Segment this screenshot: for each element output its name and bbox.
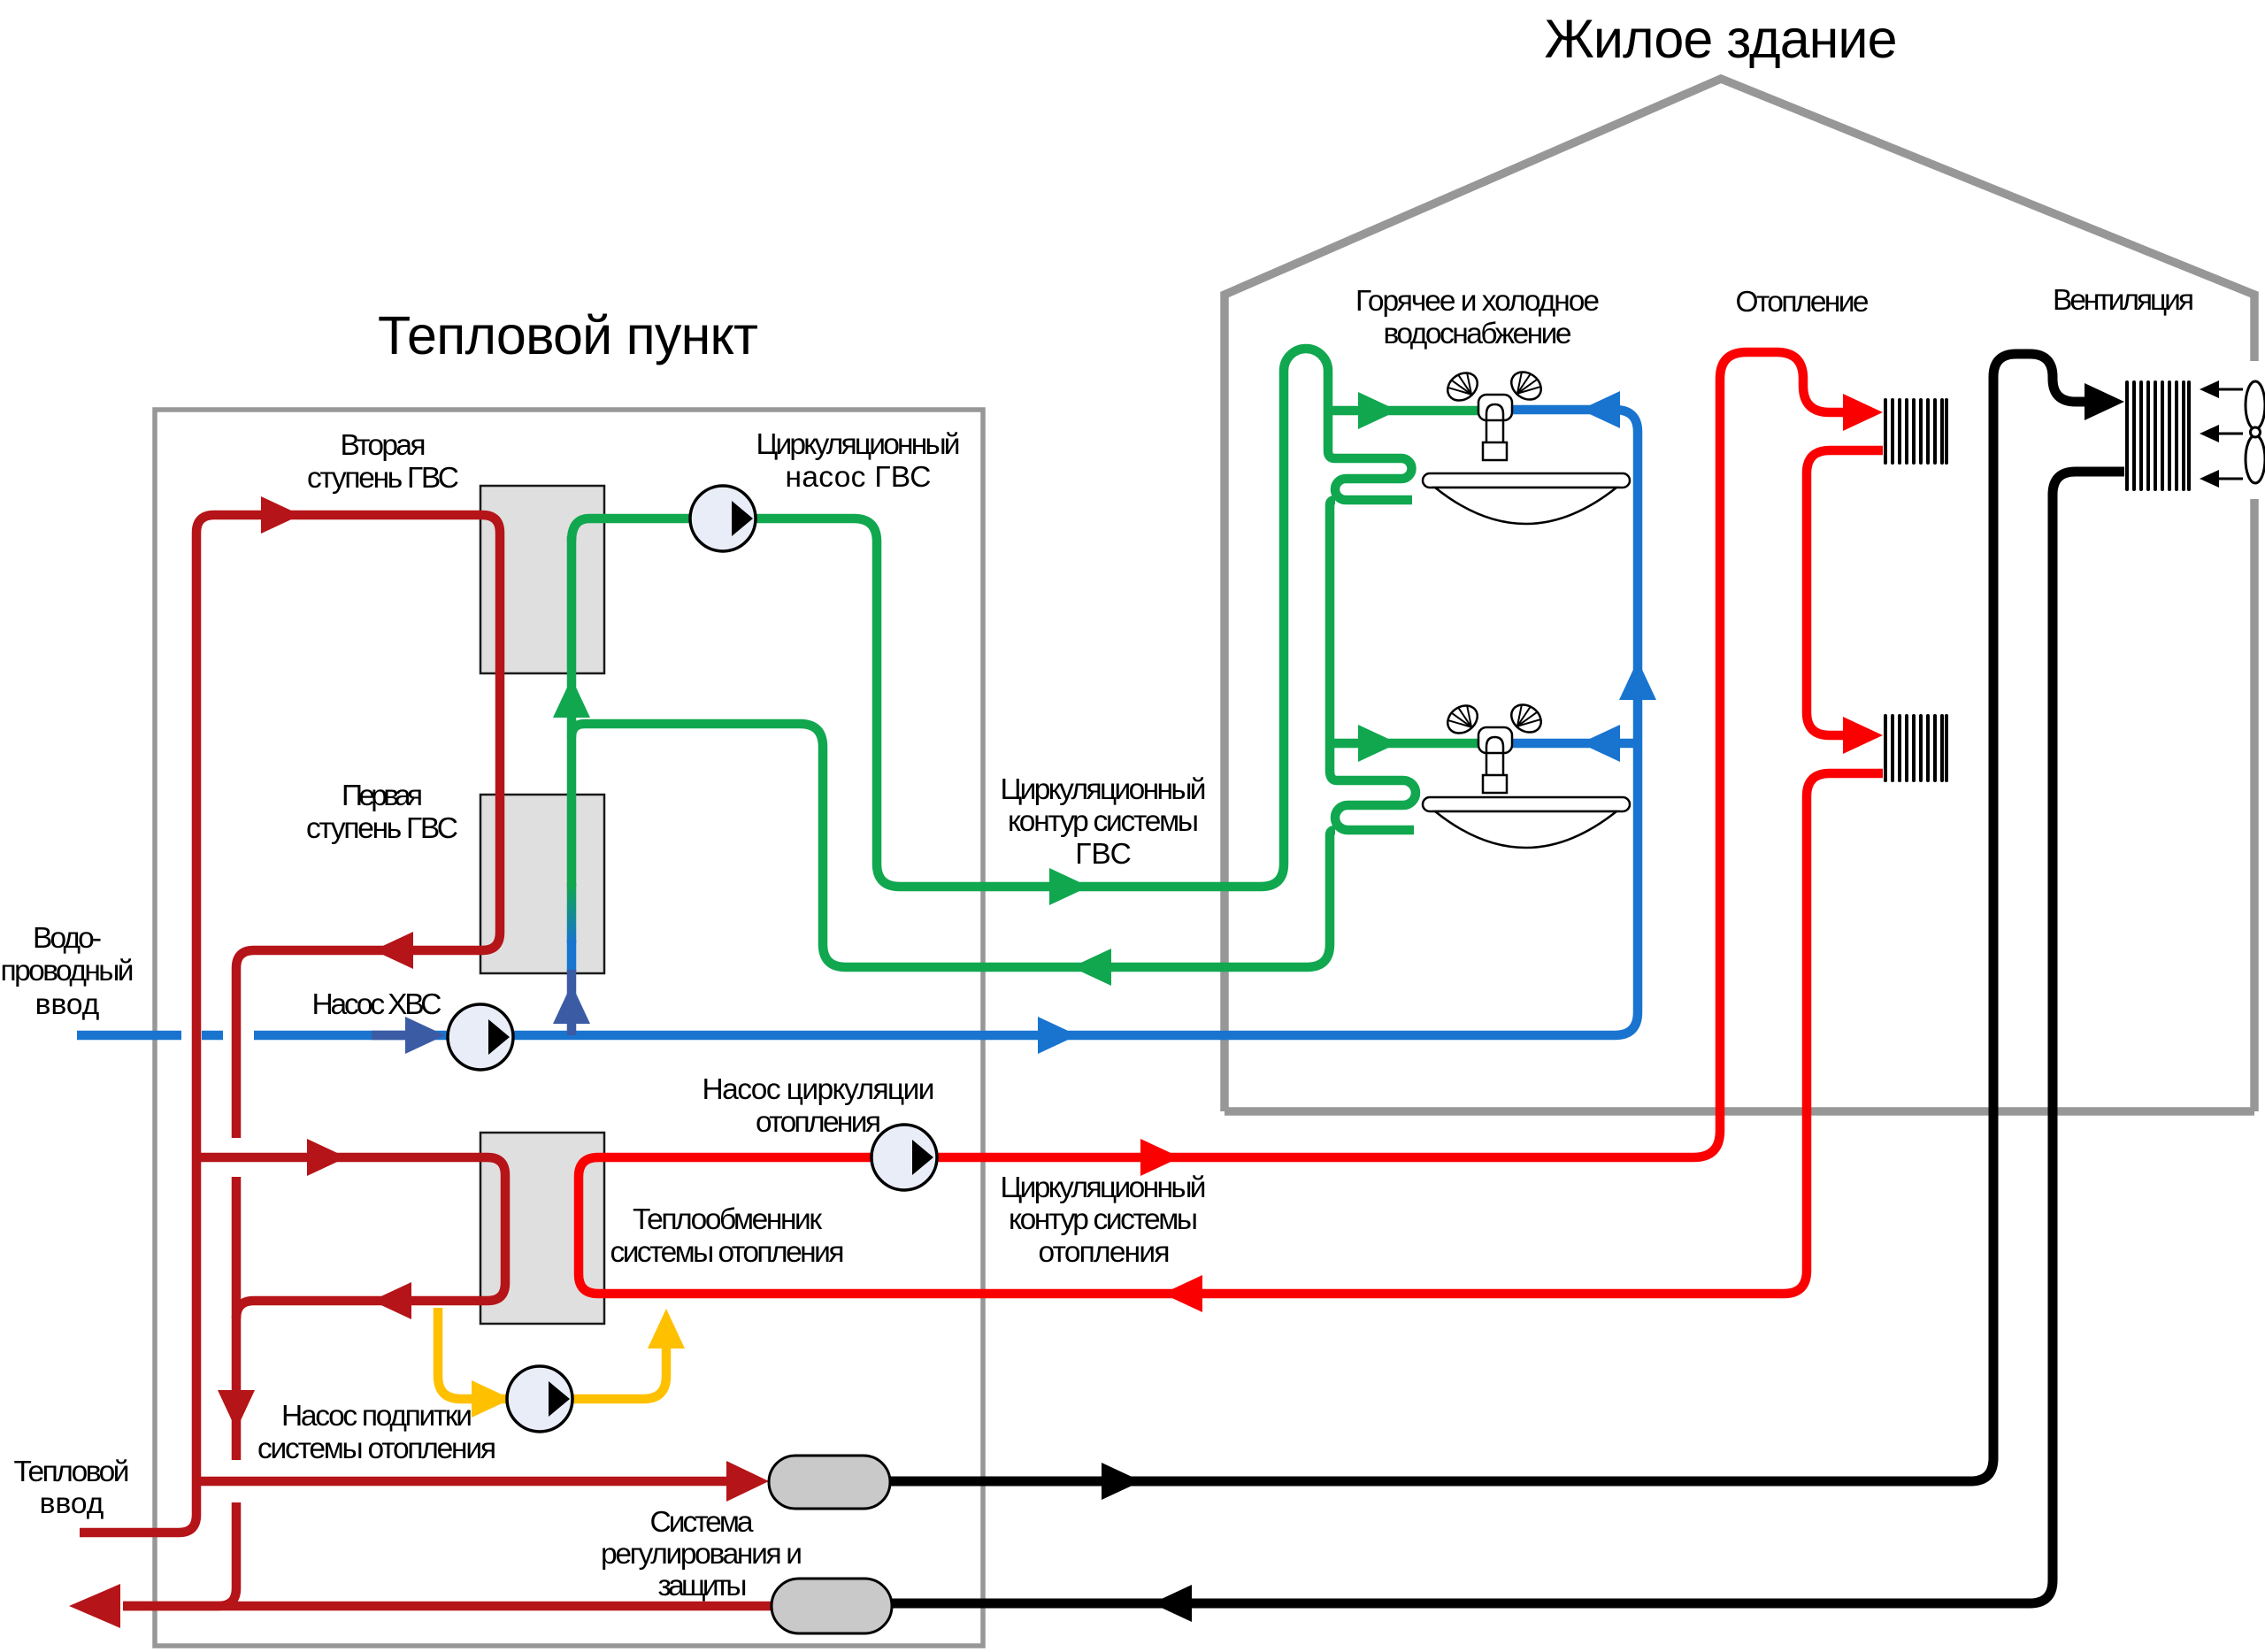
svg-text:ступень ГВС: ступень ГВС — [306, 812, 458, 845]
svg-text:защиты: защиты — [658, 1570, 748, 1602]
svg-text:Тепловой: Тепловой — [14, 1456, 130, 1488]
svg-text:Насос ХВС: Насос ХВС — [312, 988, 442, 1021]
svg-text:ступень ГВС: ступень ГВС — [307, 462, 459, 495]
svg-text:системы отопления: системы отопления — [610, 1236, 845, 1269]
svg-text:Отопление: Отопление — [1736, 286, 1870, 319]
svg-text:отопления: отопления — [756, 1106, 881, 1139]
svg-text:регулирования и: регулирования и — [601, 1538, 802, 1571]
svg-text:проводный: проводный — [1, 955, 134, 987]
svg-text:Теплообменник: Теплообменник — [633, 1203, 822, 1236]
svg-text:насос ГВС: насос ГВС — [786, 461, 932, 494]
svg-text:Жилое здание: Жилое здание — [1545, 9, 1898, 69]
svg-text:Вентиляция: Вентиляция — [2053, 284, 2194, 317]
svg-text:ввод: ввод — [40, 1487, 104, 1520]
svg-text:Водо-: Водо- — [33, 922, 102, 955]
svg-text:Циркуляционный: Циркуляционный — [756, 428, 961, 461]
svg-text:Система: Система — [650, 1506, 754, 1539]
svg-text:системы отопления: системы отопления — [257, 1433, 496, 1465]
svg-text:водоснабжение: водоснабжение — [1384, 318, 1572, 350]
svg-text:отопления: отопления — [1039, 1236, 1171, 1269]
svg-text:Насос подпитки: Насос подпитки — [281, 1400, 472, 1433]
svg-text:Горячее и холодное: Горячее и холодное — [1355, 285, 1600, 318]
svg-text:Насос циркуляции: Насос циркуляции — [703, 1073, 935, 1106]
svg-text:контур системы: контур системы — [1009, 1203, 1198, 1236]
svg-text:Первая: Первая — [342, 780, 423, 812]
svg-text:ГВС: ГВС — [1075, 838, 1132, 871]
svg-text:ввод: ввод — [35, 988, 100, 1021]
svg-text:контур системы: контур системы — [1008, 805, 1199, 838]
svg-text:Вторая: Вторая — [341, 429, 426, 462]
svg-text:Циркуляционный: Циркуляционный — [1001, 773, 1207, 806]
svg-text:Циркуляционный: Циркуляционный — [1001, 1172, 1207, 1204]
svg-text:Тепловой пункт: Тепловой пункт — [378, 305, 758, 365]
